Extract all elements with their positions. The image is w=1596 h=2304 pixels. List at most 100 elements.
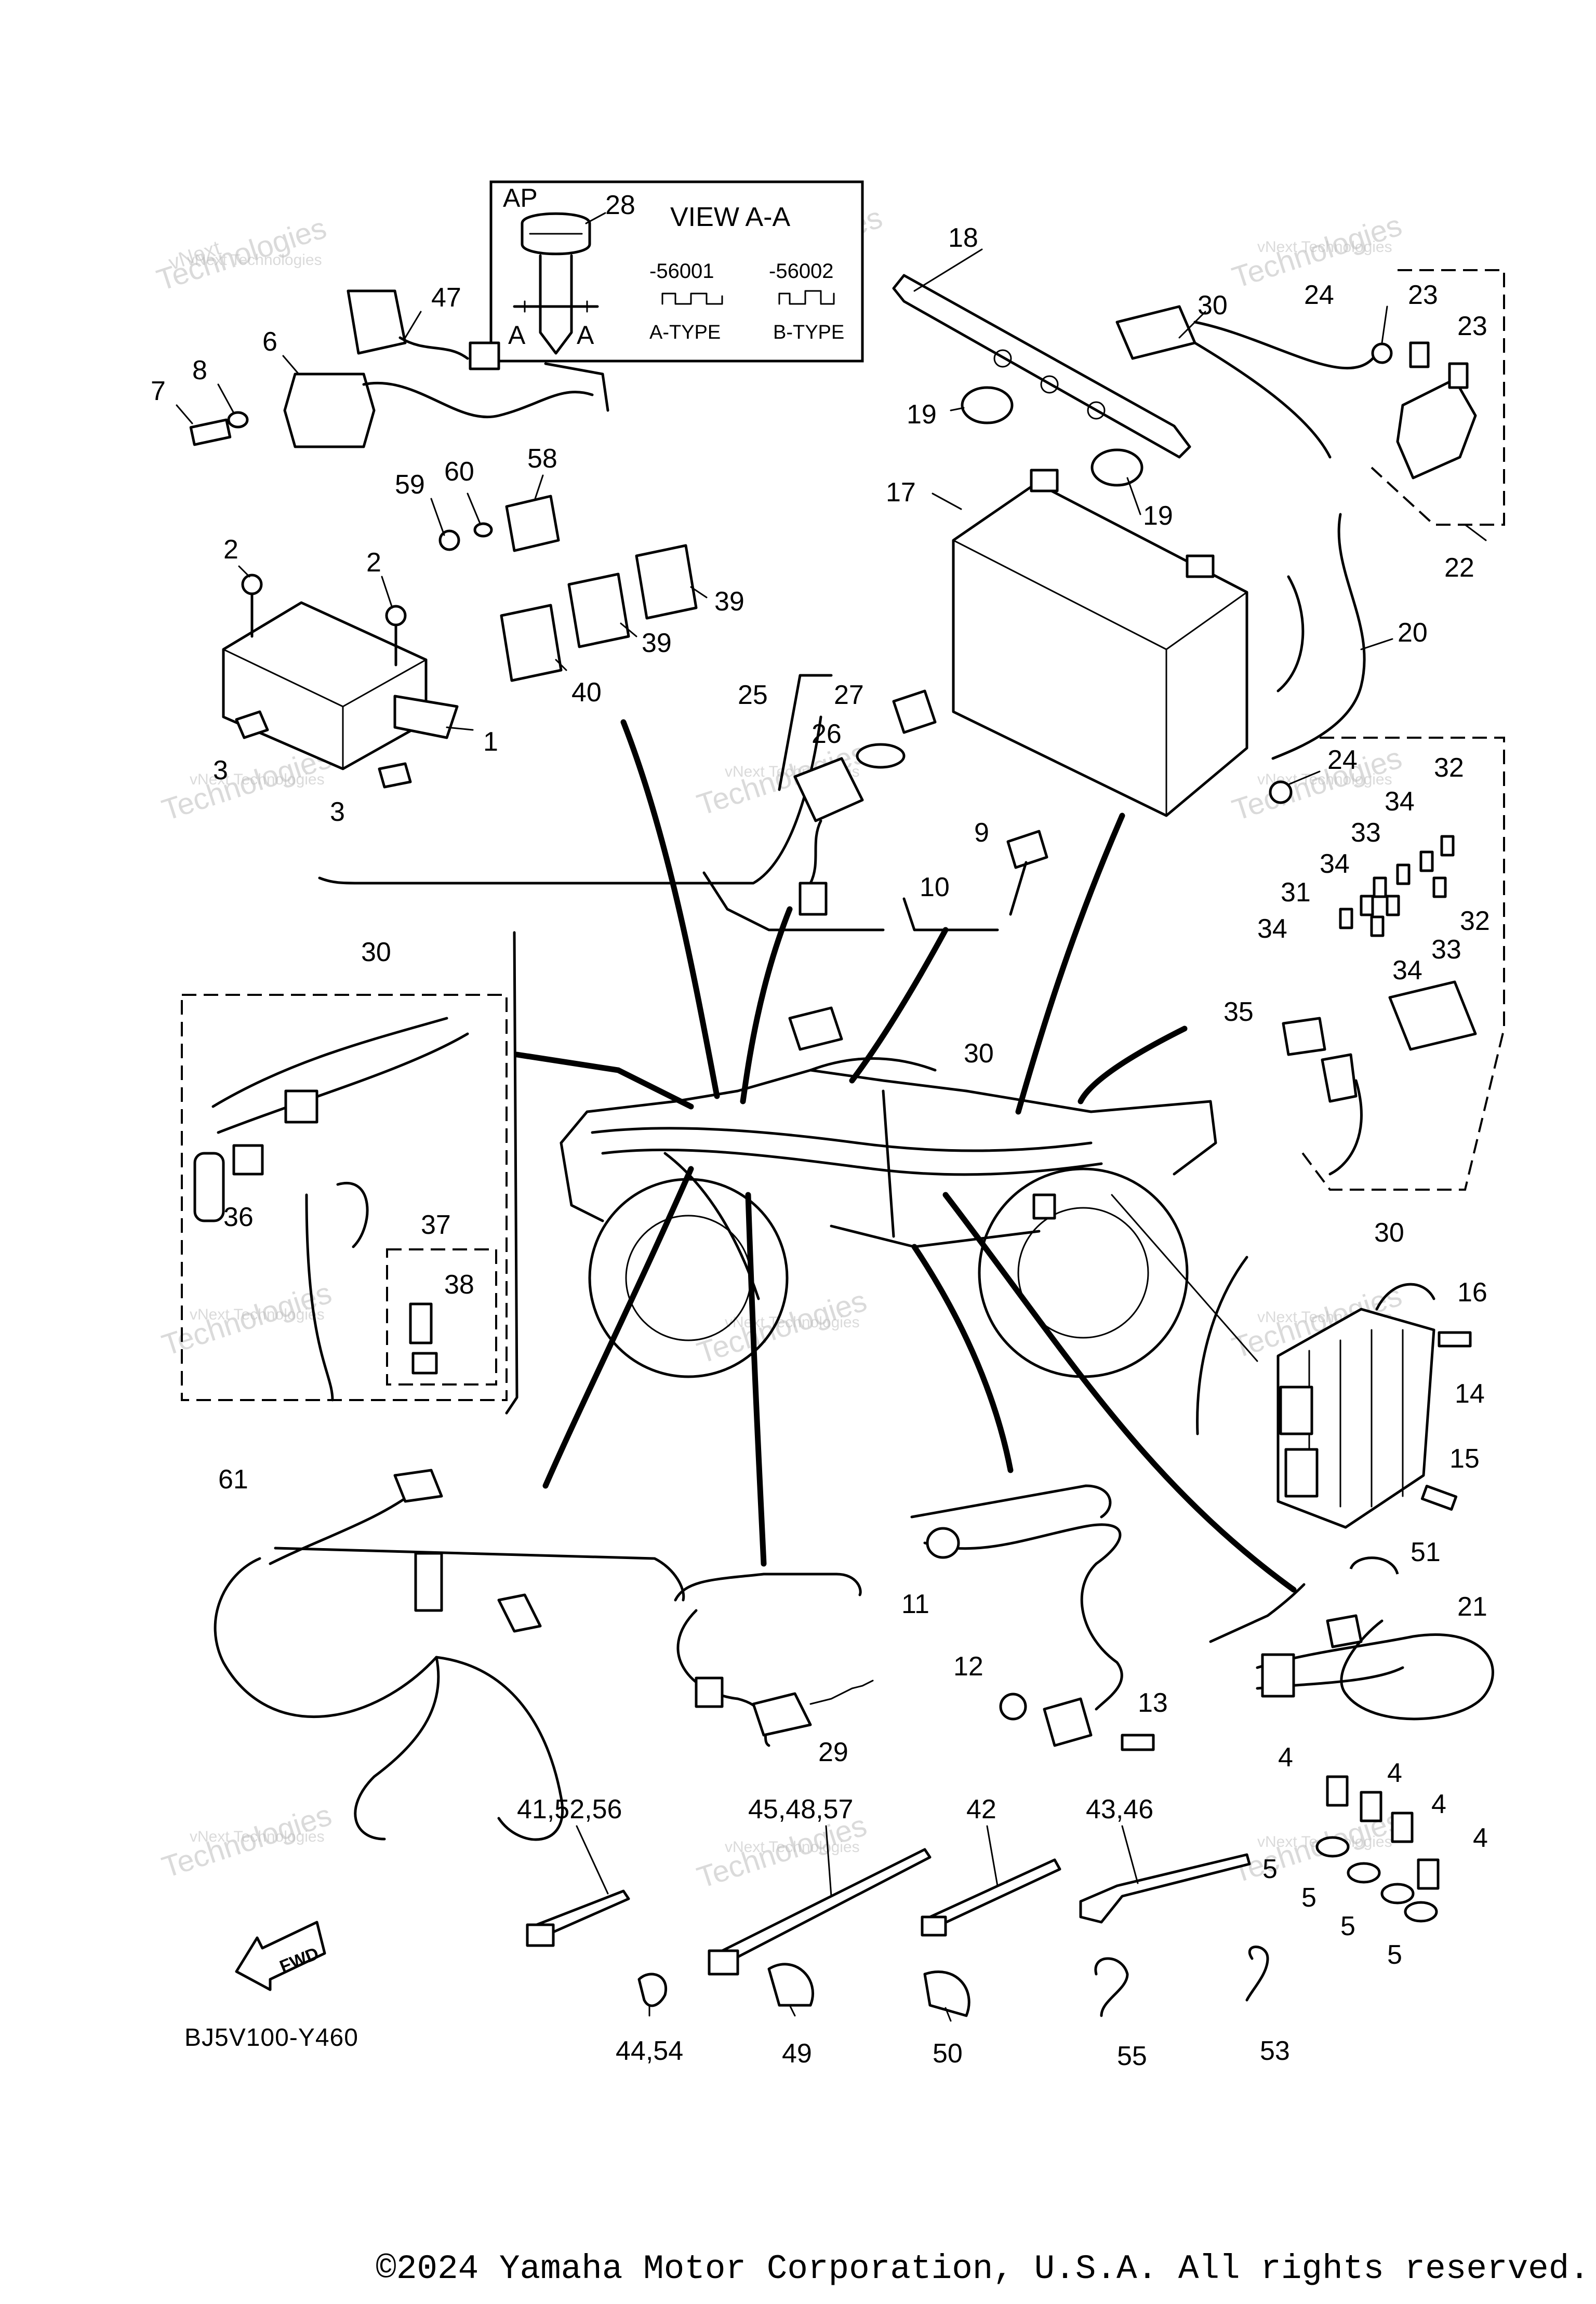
callout-37: 37 xyxy=(421,1210,451,1240)
callout-39b: 39 xyxy=(642,628,672,658)
washer-5a xyxy=(1315,1836,1350,1858)
sensor-9 xyxy=(1006,830,1048,869)
key-head xyxy=(521,212,591,256)
leader-29 xyxy=(745,1192,767,1567)
nut-3b xyxy=(378,762,412,789)
cap-lead xyxy=(398,336,469,360)
callout-12: 12 xyxy=(953,1652,983,1682)
fuse-box-group xyxy=(1282,737,1505,1191)
callout-4d: 4 xyxy=(1473,1823,1488,1853)
rectifier-plug xyxy=(1284,1448,1319,1498)
callout-15: 15 xyxy=(1449,1444,1480,1474)
nut-26 xyxy=(856,743,906,769)
callout-34d: 34 xyxy=(1392,955,1422,985)
diagram-code: BJ5V100-Y460 xyxy=(184,2024,358,2052)
leader-fuse xyxy=(1078,1026,1188,1104)
callout-5d: 5 xyxy=(1387,1940,1402,1970)
sensor-29-spring xyxy=(809,1680,874,1705)
sensor-11-body xyxy=(1043,1697,1093,1747)
callout-30d: 30 xyxy=(964,1038,994,1069)
callout-44: 44,54 xyxy=(616,2036,683,2066)
callout-30c: 30 xyxy=(1374,1218,1404,1248)
callout-8: 8 xyxy=(192,355,207,385)
callout-51: 51 xyxy=(1411,1537,1441,1567)
inset-view-title: VIEW A-A xyxy=(670,202,790,232)
harness-61-tab xyxy=(393,1469,443,1503)
fuse-33a xyxy=(1396,863,1411,885)
terminal-4d xyxy=(1417,1858,1440,1890)
callout-49: 49 xyxy=(782,2039,812,2069)
callout-23b: 23 xyxy=(1457,311,1487,341)
switch-lead xyxy=(809,819,822,885)
clamp-55 xyxy=(1094,1957,1129,2017)
inset-frame xyxy=(489,180,864,363)
clip-part xyxy=(284,1089,318,1124)
callout-34a: 34 xyxy=(1385,787,1415,817)
nut-3a xyxy=(235,710,269,739)
bracket-25 xyxy=(778,674,833,791)
harness-61-plug xyxy=(414,1552,443,1612)
lower-leaders xyxy=(576,1825,1139,2022)
inset-view-a-a: AP VIEW A-A A A 28 -56001 -56002 A-TYPE … xyxy=(489,180,864,363)
detail-bracket xyxy=(505,931,518,1415)
band-hole xyxy=(1040,375,1059,394)
bolt-24a xyxy=(1371,342,1393,364)
callout-55: 55 xyxy=(1117,2041,1147,2071)
cable-tie-43 xyxy=(1079,1853,1251,1924)
rectifier-plug xyxy=(1279,1386,1313,1435)
washer-5d xyxy=(1404,1901,1438,1923)
callout-60: 60 xyxy=(444,457,474,487)
bolt-2a xyxy=(241,574,263,595)
battery-17 xyxy=(952,482,1248,817)
callout-32b: 32 xyxy=(1460,906,1490,936)
callout-34b: 34 xyxy=(1320,849,1350,879)
callout-21: 21 xyxy=(1457,1592,1487,1622)
callout-27: 27 xyxy=(834,680,864,710)
switch-connector xyxy=(799,882,828,916)
battery-group xyxy=(892,269,1505,817)
fuse-34c xyxy=(1339,908,1353,929)
callout-25: 25 xyxy=(738,680,768,710)
callout-24b: 24 xyxy=(1327,745,1358,775)
callout-leaders xyxy=(176,248,1487,785)
callout-3a: 3 xyxy=(213,755,228,785)
leader-sensor xyxy=(849,927,949,1084)
connector-38 xyxy=(409,1302,433,1344)
callout-39a: 39 xyxy=(714,587,744,617)
detail-frame xyxy=(181,994,508,1401)
callout-11: 11 xyxy=(901,1589,929,1619)
sensor-29-body xyxy=(752,1692,812,1737)
group-border-21 xyxy=(1209,1583,1306,1643)
callout-24a: 24 xyxy=(1304,280,1334,310)
harness-run xyxy=(591,1127,1093,1152)
relay-box-dashed xyxy=(1371,269,1505,526)
watermark-text: vNext Technologies xyxy=(187,251,322,269)
washer-60 xyxy=(473,522,493,538)
callout-2a: 2 xyxy=(223,535,238,565)
main-harness-top xyxy=(1193,321,1378,369)
wheel-right-hub xyxy=(1017,1207,1149,1339)
callout-28: 28 xyxy=(605,190,635,220)
inset-code-a: -56001 xyxy=(649,260,714,283)
bolt-59 xyxy=(438,529,460,551)
inset-ap-label: AP xyxy=(503,183,538,212)
callout-9: 9 xyxy=(974,818,989,848)
bolt-15 xyxy=(1420,1485,1458,1511)
atv-battery-mark xyxy=(1032,1193,1056,1220)
atv-body-top xyxy=(560,1069,1217,1176)
detail-37-frame xyxy=(386,1248,497,1386)
harness-run-2 xyxy=(601,1148,1103,1176)
group-border xyxy=(318,715,822,885)
callout-19b: 19 xyxy=(1143,501,1173,531)
callout-13: 13 xyxy=(1138,1688,1168,1718)
rectifier-lead xyxy=(1375,1283,1435,1311)
main-switch xyxy=(793,757,864,822)
callout-42: 42 xyxy=(966,1794,996,1824)
group-border-61 xyxy=(274,1547,685,1602)
cable-tie-41-head xyxy=(526,1923,555,1947)
frame-lower xyxy=(830,1224,1041,1248)
o-ring-12 xyxy=(999,1693,1027,1721)
leader-switch xyxy=(740,906,793,1104)
wheel-right xyxy=(978,1167,1189,1378)
